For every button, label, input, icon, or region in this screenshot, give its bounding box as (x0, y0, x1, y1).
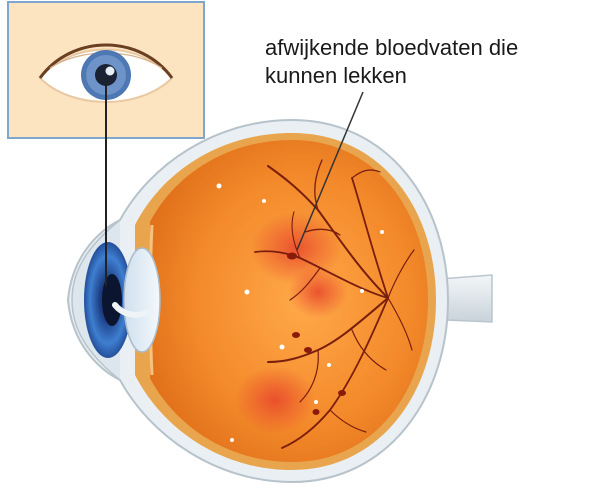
bleeding-area-middle (288, 266, 348, 318)
lens (124, 248, 160, 352)
annotation-label: afwijkende bloedvaten die kunnen lekken (265, 34, 595, 90)
annotation-label-line-2: kunnen lekken (265, 62, 595, 90)
inset-highlight (106, 67, 115, 76)
annotation-label-line-1: afwijkende bloedvaten die (265, 34, 595, 62)
bleeding-area-lower (235, 366, 315, 434)
